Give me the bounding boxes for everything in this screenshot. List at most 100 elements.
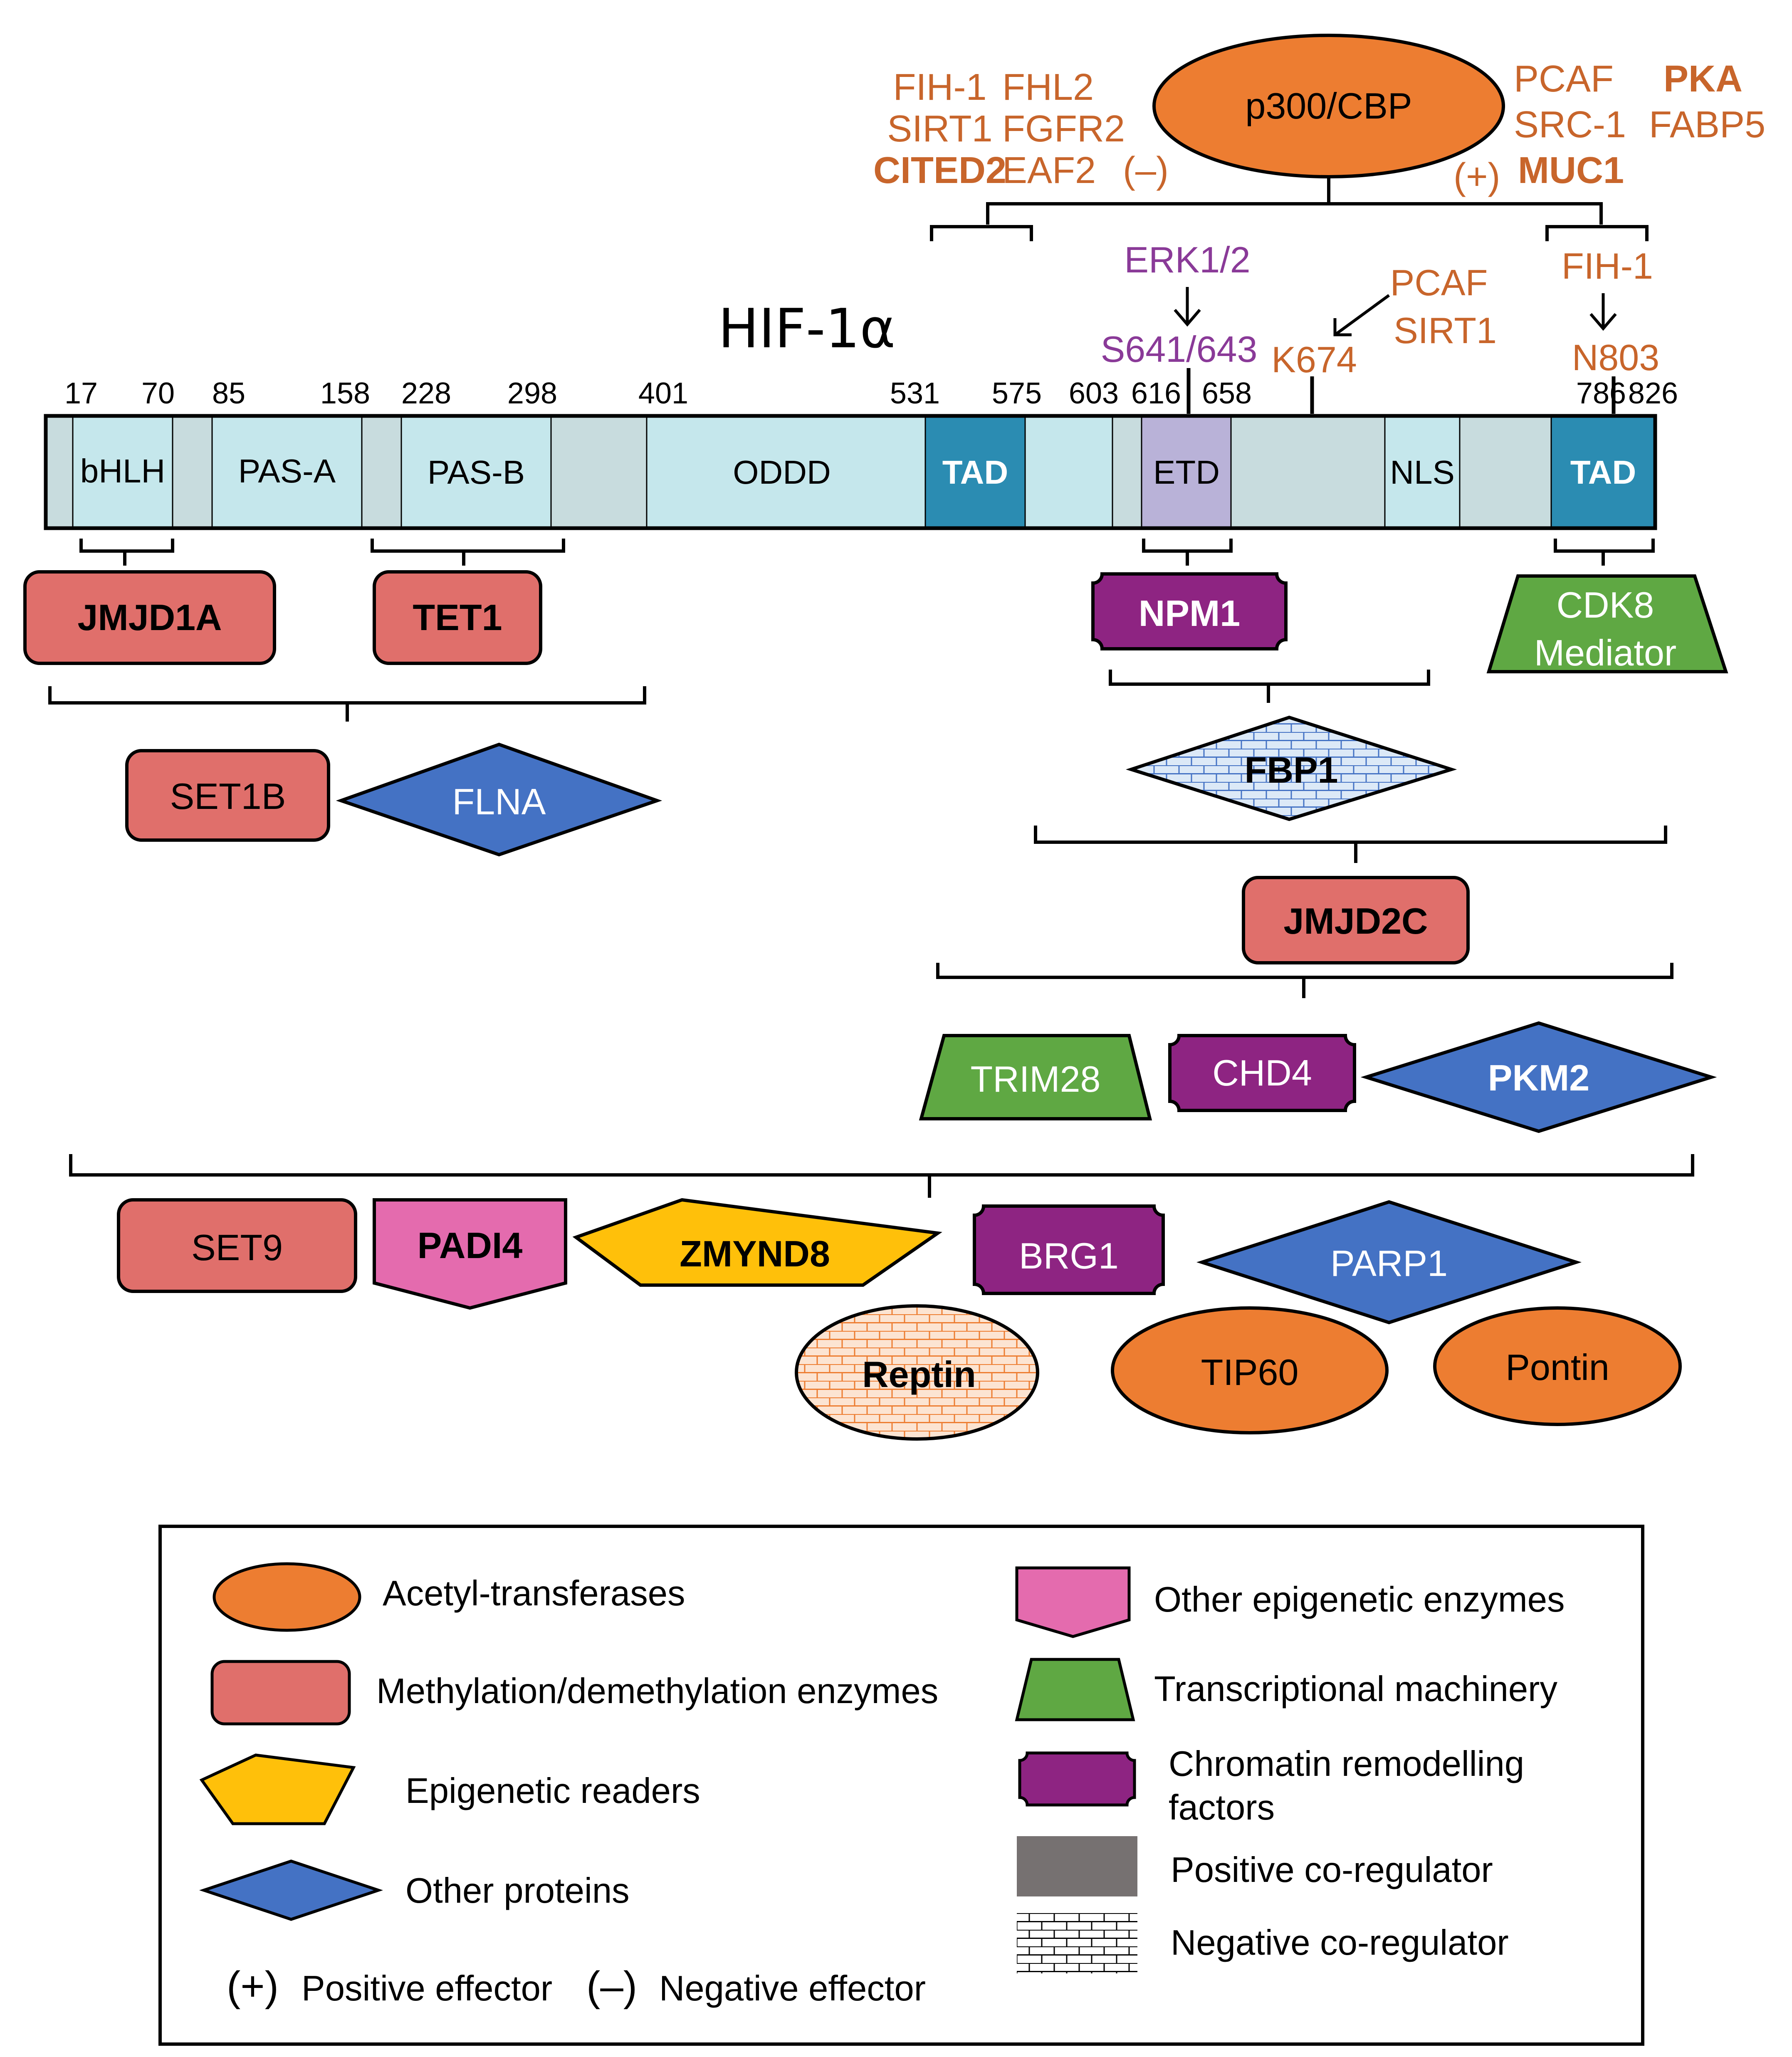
domain-pas-b (400, 415, 552, 529)
cdk8-label: CDK8 (1557, 584, 1654, 626)
padi4-label: PADI4 (418, 1225, 523, 1266)
parp1-node: PARP1 (1196, 1200, 1582, 1325)
positive-sign: (+) (1453, 156, 1500, 198)
reptin-node: Reptin (795, 1304, 1039, 1441)
negative-sign: (–) (1123, 150, 1169, 191)
domain-etd (1141, 415, 1232, 529)
jmjd2c-label: JMJD2C (1283, 900, 1428, 942)
zmynd8-node: ZMYND8 (572, 1198, 942, 1287)
legend-neg-label: Negative effector (659, 1969, 926, 2008)
legend-positive-label: Positive co-regulator (1171, 1850, 1493, 1890)
set1b-label: SET1B (170, 776, 286, 817)
domain-bhlh (72, 415, 173, 529)
tet1-label: TET1 (413, 597, 502, 638)
pos-401: 401 (638, 377, 688, 410)
effector-cited2: CITED2 (873, 150, 1006, 191)
legend-other-label: Other proteins (405, 1871, 630, 1911)
domain-pas-a (211, 415, 363, 529)
effector-muc1: MUC1 (1518, 150, 1624, 191)
reptin-label: Reptin (862, 1354, 976, 1395)
fbp1-node: FBP1 (1125, 715, 1457, 821)
legend-chromatin-swatch (1018, 1751, 1136, 1807)
legend-transcription-label: Transcriptional machinery (1154, 1669, 1557, 1709)
effector-fhl2: FHL2 (1002, 67, 1094, 108)
mediator-label: Mediator (1534, 632, 1676, 673)
pos-616: 616 (1131, 377, 1181, 410)
pos-298: 298 (507, 377, 557, 410)
ptm-sites: ERK1/2 S641/643 PCAF SIRT1 K674 FIH-1 N8… (1101, 239, 1660, 380)
domain-bhlh-label: bHLH (80, 452, 166, 490)
legend-reader-swatch (199, 1753, 356, 1825)
legend-acetyl-swatch (213, 1562, 361, 1632)
legend-methyl-label: Methylation/demethylation enzymes (376, 1671, 938, 1711)
legend-neg-sign: (–) (586, 1963, 637, 2010)
pos-826: 826 (1628, 377, 1678, 410)
set1b-node: SET1B (125, 749, 330, 842)
legend-epigenetic-label: Other epigenetic enzymes (1154, 1580, 1565, 1619)
effector-fgfr2: FGFR2 (1002, 108, 1125, 150)
jmjd1a-label: JMJD1A (77, 597, 222, 638)
ptm-k674: K674 (1271, 339, 1357, 380)
top-effectors: FIH-1 SIRT1 CITED2 FHL2 FGFR2 EAF2 (–) P… (873, 58, 1765, 198)
effector-pka: PKA (1663, 58, 1743, 100)
legend-epigenetic-swatch (1015, 1566, 1131, 1638)
pos-575: 575 (992, 377, 1042, 410)
npm1-node: NPM1 (1091, 572, 1288, 650)
legend-acetyl-label: Acetyl-transferases (383, 1574, 685, 1613)
legend-positive-swatch (1017, 1836, 1137, 1896)
tet1-node: TET1 (373, 570, 542, 665)
legend-readers-label: Epigenetic readers (405, 1771, 700, 1811)
tip60-label: TIP60 (1201, 1352, 1299, 1393)
domain-pas-a-label: PAS-A (238, 452, 336, 490)
pos-17: 17 (64, 377, 98, 410)
p300-cbp-label: p300/CBP (1245, 85, 1412, 126)
effector-fih1: FIH-1 (893, 67, 987, 108)
domain-oddd-label: ODDD (733, 454, 831, 491)
tip60-node: TIP60 (1111, 1306, 1389, 1434)
legend-negative-label: Negative co-regulator (1171, 1923, 1509, 1963)
pos-228: 228 (401, 377, 451, 410)
top-bracket (930, 177, 1649, 241)
jmjd2c-node: JMJD2C (1242, 876, 1470, 964)
ptm-erk12: ERK1/2 (1124, 239, 1250, 280)
protein-title: HIF-1α (718, 297, 895, 360)
chd4-label: CHD4 (1212, 1052, 1312, 1093)
pontin-label: Pontin (1505, 1347, 1609, 1388)
pkm2-node: PKM2 (1360, 1021, 1717, 1133)
p300-cbp-node: p300/CBP (1152, 34, 1505, 178)
domain-bar: bHLH PAS-A PAS-B ODDD TAD ETD NLS TAD (44, 414, 1657, 530)
pkm2-label: PKM2 (1488, 1057, 1590, 1098)
npm1-label: NPM1 (1139, 593, 1241, 634)
flna-node: FLNA (336, 742, 662, 857)
parp1-label: PARP1 (1330, 1243, 1448, 1284)
fbp1-label: FBP1 (1245, 749, 1338, 791)
domain-tad-n-label: TAD (942, 454, 1008, 491)
padi4-node: PADI4 (373, 1198, 567, 1310)
pos-786: 786 (1576, 377, 1626, 410)
cdk8-mediator-node: CDK8 Mediator (1486, 574, 1728, 673)
trim28-node: TRIM28 (919, 1034, 1152, 1120)
legend-transcription-swatch (1015, 1658, 1135, 1721)
effector-eaf2: EAF2 (1002, 150, 1096, 191)
effector-pcaf: PCAF (1514, 58, 1614, 100)
trim28-label: TRIM28 (971, 1058, 1101, 1100)
jmjd1a-node: JMJD1A (23, 570, 276, 665)
legend-methyl-swatch (210, 1660, 351, 1726)
legend-chromatin-label-2: factors (1169, 1788, 1275, 1827)
pos-85: 85 (212, 377, 245, 410)
zmynd8-label: ZMYND8 (680, 1233, 830, 1274)
domain-pas-b-label: PAS-B (428, 454, 525, 491)
ptm-pcaf: PCAF (1390, 262, 1488, 303)
legend-pos-sign: (+) (227, 1963, 279, 2010)
legend-pos-label: Positive effector (302, 1969, 552, 2008)
legend-negative-swatch (1017, 1913, 1137, 1973)
pos-70: 70 (141, 377, 175, 410)
pos-603: 603 (1069, 377, 1119, 410)
pontin-node: Pontin (1433, 1306, 1682, 1426)
residue-positions: 17 70 85 158 228 298 401 531 575 603 616… (64, 377, 1678, 410)
flna-label: FLNA (452, 781, 546, 822)
legend-other-swatch (199, 1859, 383, 1921)
brg1-label: BRG1 (1019, 1235, 1119, 1276)
